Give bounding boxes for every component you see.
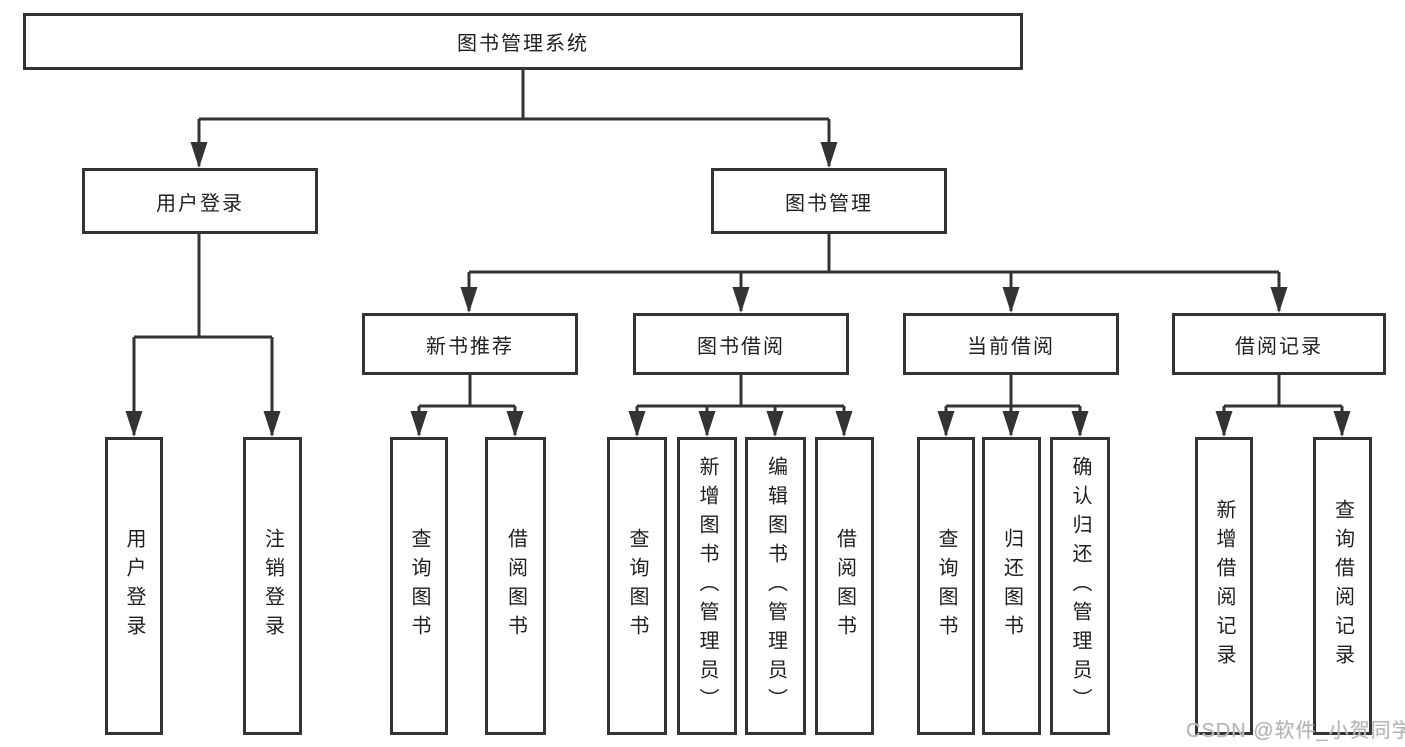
leaf-edit-books-admin-label: 编辑图书（管理员） <box>764 455 787 717</box>
leaf-query-books-3-label: 查询图书 <box>935 528 957 644</box>
leaf-add-books-admin: 新增图书（管理员） <box>677 437 737 735</box>
node-book-borrowing-label: 图书借阅 <box>697 335 785 358</box>
leaf-add-borrow-record-label: 新增借阅记录 <box>1213 499 1235 673</box>
node-current-borrowing-label: 当前借阅 <box>967 335 1055 358</box>
csdn-watermark: CSDN @软件_小贺同学 <box>1186 720 1405 742</box>
leaf-query-books-1-label: 查询图书 <box>408 528 430 644</box>
node-library-system: 图书管理系统 <box>23 13 1023 70</box>
leaf-borrow-books-2-label: 借阅图书 <box>833 528 856 644</box>
leaf-user-login-label: 用户登录 <box>123 528 145 644</box>
node-book-management-label: 图书管理 <box>785 192 873 215</box>
leaf-return-books-label: 归还图书 <box>1000 528 1023 644</box>
node-current-borrowing: 当前借阅 <box>903 313 1119 375</box>
node-user-login: 用户登录 <box>82 168 318 234</box>
node-book-management: 图书管理 <box>711 168 947 234</box>
leaf-return-books: 归还图书 <box>982 437 1041 735</box>
leaf-confirm-return-admin-label: 确认归还（管理员） <box>1069 455 1091 717</box>
node-new-book-recommend: 新书推荐 <box>362 313 578 375</box>
node-new-book-recommend-label: 新书推荐 <box>426 335 514 358</box>
leaf-logout: 注销登录 <box>243 437 302 735</box>
node-book-borrowing: 图书借阅 <box>633 313 849 375</box>
leaf-borrow-books-1: 借阅图书 <box>485 437 546 735</box>
leaf-borrow-books-1-label: 借阅图书 <box>504 528 527 644</box>
node-borrowing-records-label: 借阅记录 <box>1235 335 1323 358</box>
node-borrowing-records: 借阅记录 <box>1172 313 1386 375</box>
leaf-edit-books-admin: 编辑图书（管理员） <box>745 437 806 735</box>
leaf-query-borrow-record-label: 查询借阅记录 <box>1331 499 1354 673</box>
node-user-login-label: 用户登录 <box>156 192 244 215</box>
arrowheads <box>125 142 1351 437</box>
leaf-confirm-return-admin: 确认归还（管理员） <box>1050 437 1110 735</box>
leaf-borrow-books-2: 借阅图书 <box>815 437 874 735</box>
leaf-add-borrow-record: 新增借阅记录 <box>1195 437 1253 735</box>
leaf-query-books-2: 查询图书 <box>607 437 667 735</box>
node-library-system-label: 图书管理系统 <box>457 33 589 55</box>
leaf-query-books-1: 查询图书 <box>390 437 448 735</box>
leaf-query-books-2-label: 查询图书 <box>626 528 648 644</box>
leaf-logout-label: 注销登录 <box>261 528 284 644</box>
leaf-user-login: 用户登录 <box>105 437 163 735</box>
leaf-query-borrow-record: 查询借阅记录 <box>1313 437 1372 735</box>
leaf-add-books-admin-label: 新增图书（管理员） <box>696 455 718 717</box>
leaf-query-books-3: 查询图书 <box>917 437 975 735</box>
